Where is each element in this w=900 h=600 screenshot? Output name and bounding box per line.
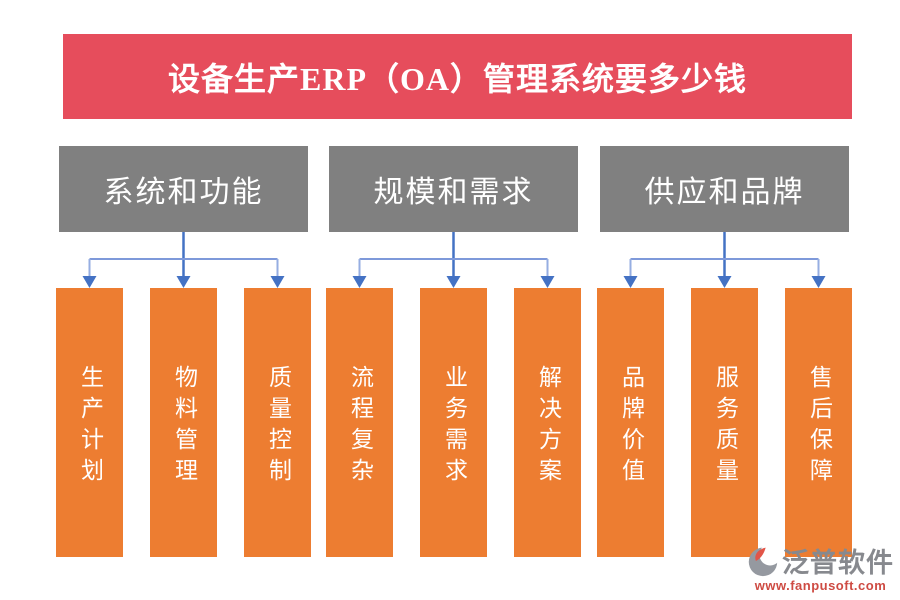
group-header-label: 规模和需求 — [373, 176, 534, 209]
bar-material-management: 物料管理 — [150, 288, 217, 557]
bar-row: 流程复杂 业务需求 解决方案 — [326, 288, 581, 557]
bar-label: 品牌价值 — [618, 364, 644, 489]
fanpu-logo-text: 泛普软件 — [782, 548, 894, 578]
group-header-label: 系统和功能 — [103, 176, 264, 209]
bar-label: 业务需求 — [441, 364, 467, 489]
branch-arrows-icon — [623, 232, 826, 288]
bar-solution: 解决方案 — [514, 288, 581, 557]
fanpu-logo: 泛普软件 www.fanpusoft.com — [747, 541, 894, 593]
page-title: 设备生产ERP（OA）管理系统要多少钱 — [167, 60, 747, 97]
bar-quality-control: 质量控制 — [244, 288, 311, 557]
bar-business-demand: 业务需求 — [420, 288, 487, 557]
bar-production-plan: 生产计划 — [56, 288, 123, 557]
header-supply-and-brand: 供应和品牌 — [600, 146, 849, 232]
bar-label: 质量控制 — [265, 364, 291, 489]
branch-arrows-icon — [82, 232, 285, 288]
title-banner: 设备生产ERP（OA）管理系统要多少钱 — [63, 34, 852, 119]
header-system-and-functions: 系统和功能 — [59, 146, 308, 232]
bar-label: 解决方案 — [535, 364, 561, 489]
bar-row: 生产计划 物料管理 质量控制 — [56, 288, 311, 557]
fanpu-logo-url: www.fanpusoft.com — [754, 578, 887, 593]
bar-label: 售后保障 — [806, 364, 832, 489]
bar-after-sales-support: 售后保障 — [785, 288, 852, 557]
group-scale-and-demand: 规模和需求 流程复杂 业务需求 解决方案 — [326, 146, 581, 557]
fanpu-logo-row: 泛普软件 — [747, 541, 894, 580]
bar-service-quality: 服务质量 — [691, 288, 758, 557]
bar-brand-value: 品牌价值 — [597, 288, 664, 557]
bar-row: 品牌价值 服务质量 售后保障 — [597, 288, 852, 557]
branch-arrows-icon — [352, 232, 555, 288]
fanpu-logo-icon — [748, 544, 779, 576]
bar-label: 服务质量 — [712, 364, 738, 489]
header-scale-and-demand: 规模和需求 — [329, 146, 578, 232]
bar-process-complexity: 流程复杂 — [326, 288, 393, 557]
bar-label: 物料管理 — [171, 364, 197, 489]
group-header-label: 供应和品牌 — [644, 176, 805, 209]
group-system-and-functions: 系统和功能 生产计划 物料管理 质量控制 — [56, 146, 311, 557]
bar-label: 生产计划 — [77, 364, 103, 489]
bar-label: 流程复杂 — [347, 364, 373, 489]
group-supply-and-brand: 供应和品牌 品牌价值 服务质量 售后保障 — [597, 146, 852, 557]
